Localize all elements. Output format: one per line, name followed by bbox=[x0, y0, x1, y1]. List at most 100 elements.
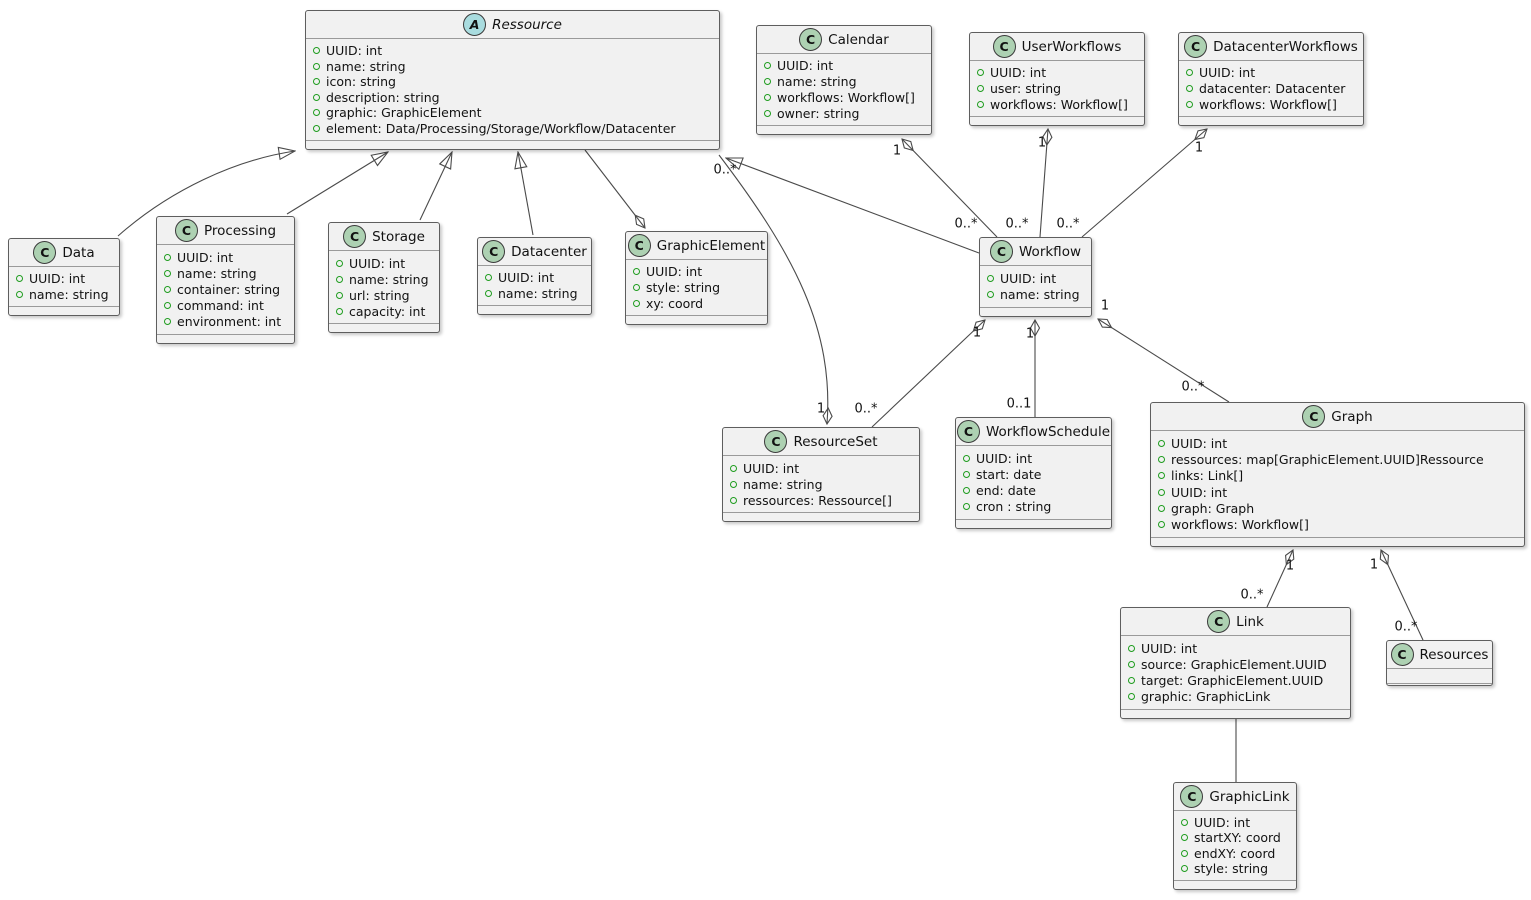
field-visibility-icon bbox=[730, 464, 737, 472]
class-name: ResourceSet bbox=[793, 434, 878, 450]
attribute-text: name: string bbox=[743, 476, 823, 492]
attribute-row: UUID: int bbox=[633, 264, 760, 280]
methods-compartment bbox=[1387, 683, 1492, 692]
class-spot-icon: C bbox=[1390, 643, 1414, 666]
attribute-row: UUID: int bbox=[1158, 484, 1517, 500]
attribute-row: container: string bbox=[164, 281, 287, 297]
attribute-text: element: Data/Processing/Storage/Workflo… bbox=[326, 120, 676, 136]
attribute-row: element: Data/Processing/Storage/Workflo… bbox=[313, 121, 712, 137]
attribute-text: url: string bbox=[349, 287, 410, 303]
class-name: Graph bbox=[1331, 409, 1373, 425]
methods-compartment bbox=[1174, 880, 1296, 889]
field-visibility-icon bbox=[1158, 439, 1165, 447]
class-spot-icon: C bbox=[33, 241, 57, 264]
field-visibility-icon bbox=[164, 253, 171, 261]
field-visibility-icon bbox=[336, 291, 343, 299]
attribute-text: start: date bbox=[976, 466, 1042, 482]
field-visibility-icon bbox=[164, 286, 171, 293]
edge-datacenterworkflows-workflow bbox=[1081, 129, 1207, 238]
attribute-row: UUID: int bbox=[1158, 435, 1517, 451]
methods-compartment bbox=[157, 334, 294, 343]
class-name: DatacenterWorkflows bbox=[1213, 39, 1358, 55]
edge-resourceset-ressource bbox=[718, 154, 828, 424]
attribute-row: style: string bbox=[1181, 861, 1289, 876]
abstract-spot-icon: A bbox=[463, 13, 487, 36]
class-spot-icon: C bbox=[990, 240, 1013, 263]
field-visibility-icon bbox=[764, 109, 771, 117]
class-name: GraphicElement bbox=[656, 238, 766, 254]
field-visibility-icon bbox=[313, 93, 320, 101]
methods-compartment bbox=[1151, 537, 1524, 546]
attribute-row: UUID: int bbox=[1186, 65, 1356, 81]
edge-workflow-graph bbox=[1098, 319, 1230, 403]
multiplicity-label: 1 bbox=[1285, 558, 1295, 574]
attribute-text: ressources: Ressource[] bbox=[743, 492, 892, 508]
attribute-text: UUID: int bbox=[1199, 65, 1256, 81]
field-visibility-icon bbox=[633, 284, 640, 291]
attribute-row: endXY: coord bbox=[1181, 846, 1289, 861]
attribute-text: graph: Graph bbox=[1171, 500, 1255, 516]
attribute-text: UUID: int bbox=[1171, 435, 1228, 451]
class-name: WorkflowSchedule bbox=[985, 424, 1111, 440]
attribute-row: name: string bbox=[730, 476, 912, 492]
attribute-text: container: string bbox=[177, 282, 281, 297]
attribute-row: cron : string bbox=[963, 499, 1104, 515]
attribute-row: graphic: GraphicLink bbox=[1128, 689, 1343, 705]
multiplicity-label: 0..* bbox=[1394, 619, 1418, 635]
class-name: UserWorkflows bbox=[1021, 39, 1122, 55]
multiplicity-label: 1 bbox=[1369, 557, 1379, 573]
multiplicity-label: 1 bbox=[1037, 135, 1047, 151]
multiplicity-label: 1 bbox=[1194, 140, 1204, 156]
class-spot-icon: C bbox=[343, 225, 367, 248]
attribute-text: style: string bbox=[646, 280, 721, 295]
attribute-text: endXY: coord bbox=[1194, 845, 1276, 861]
attribute-text: startXY: coord bbox=[1194, 830, 1281, 846]
attribute-row: name: string bbox=[987, 287, 1084, 304]
attribute-text: workflows: Workflow[] bbox=[1171, 517, 1309, 533]
field-visibility-icon bbox=[485, 274, 492, 282]
attribute-text: UUID: int bbox=[646, 264, 703, 280]
field-visibility-icon bbox=[764, 62, 771, 70]
attribute-text: UUID: int bbox=[498, 270, 555, 286]
attribute-text: name: string bbox=[1000, 287, 1080, 303]
methods-compartment bbox=[626, 315, 767, 324]
methods-compartment bbox=[956, 519, 1111, 528]
class-title: C Storage bbox=[329, 223, 439, 251]
field-visibility-icon bbox=[313, 47, 320, 55]
field-visibility-icon bbox=[16, 275, 23, 283]
attribute-row: UUID: int bbox=[963, 450, 1104, 466]
attribute-text: name: string bbox=[498, 285, 578, 301]
edge-storage-extends-ressource bbox=[419, 152, 452, 221]
attribute-text: style: string bbox=[1194, 860, 1269, 876]
class-name: GraphicLink bbox=[1209, 789, 1290, 805]
attribute-text: graphic: GraphicElement bbox=[326, 105, 482, 121]
class-name: Storage bbox=[372, 229, 425, 245]
attribute-row: workflows: Workflow[] bbox=[1158, 517, 1517, 533]
field-visibility-icon bbox=[963, 454, 970, 462]
field-visibility-icon bbox=[1128, 677, 1135, 685]
attributes-compartment bbox=[1387, 669, 1492, 683]
field-visibility-icon bbox=[730, 496, 737, 504]
class-name: Link bbox=[1236, 614, 1264, 630]
attribute-row: xy: coord bbox=[633, 295, 760, 311]
attribute-text: workflows: Workflow[] bbox=[777, 89, 915, 105]
attribute-row: ressources: Ressource[] bbox=[730, 492, 912, 508]
attribute-row: name: string bbox=[313, 59, 712, 75]
field-visibility-icon bbox=[313, 62, 320, 70]
attribute-text: graphic: GraphicLink bbox=[1141, 689, 1271, 705]
attribute-row: url: string bbox=[336, 287, 432, 303]
